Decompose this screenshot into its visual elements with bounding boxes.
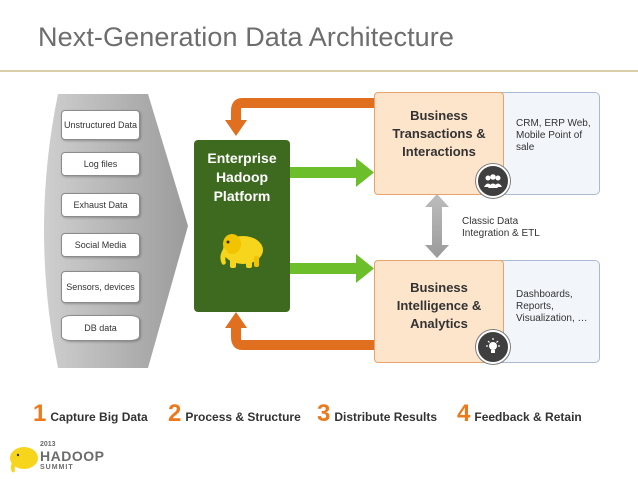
step-label: Process & Structure [185,410,301,424]
step-process: 2 Process & Structure [168,402,301,426]
source-log-files: Log files [61,152,140,176]
distribute-arrow-bottom-shaft [290,263,358,274]
hadoop-summit-logo [10,447,38,473]
logo-name: HADOOP [40,448,105,464]
feedback-arrow-top [231,98,374,122]
step-label: Capture Big Data [50,410,148,424]
feedback-arrowhead-bottom [225,312,247,328]
step-number: 2 [168,400,182,427]
page-title: Next-Generation Data Architecture [38,22,454,52]
source-db-data: DB data [61,315,140,341]
source-exhaust-data: Exhaust Data [61,193,140,217]
business-intelligence-label: Business Intelligence & Analytics [396,280,482,331]
source-sensors-devices: Sensors, devices [61,271,140,303]
distribute-arrowhead-bottom [356,254,374,283]
feedback-arrow-bottom [231,326,374,350]
title-divider [0,70,638,72]
enterprise-hadoop-platform: Enterprise Hadoop Platform [194,140,290,312]
logo-event: SUMMIT [40,464,74,471]
step-capture: 1 Capture Big Data [33,402,148,426]
analytics-details: Dashboards, Reports, Visualization, … [516,289,588,324]
etl-double-arrow [425,194,449,258]
step-number: 3 [317,400,331,427]
step-number: 4 [457,400,471,427]
logo-year: 2013 [40,441,56,448]
classic-data-integration-label: Classic Data Integration & ETL [462,216,540,239]
source-unstructured-data: Unstructured Data [61,110,140,140]
business-transactions-label: Business Transactions & Interactions [392,108,486,159]
lightbulb-icon [476,330,510,364]
hub-label: Enterprise Hadoop Platform [207,150,277,204]
people-icon [476,164,510,198]
step-feedback: 4 Feedback & Retain [457,402,582,426]
distribute-arrow-top-shaft [290,167,358,178]
distribute-arrowhead-top [356,158,374,187]
step-label: Feedback & Retain [474,410,582,424]
elephant-icon [220,234,263,268]
step-label: Distribute Results [334,410,438,424]
step-distribute: 3 Distribute Results [317,402,437,426]
feedback-arrowhead-top [225,120,247,136]
source-social-media: Social Media [61,233,140,257]
transactions-details: CRM, ERP Web, Mobile Point of sale [516,118,591,153]
step-number: 1 [33,400,47,427]
